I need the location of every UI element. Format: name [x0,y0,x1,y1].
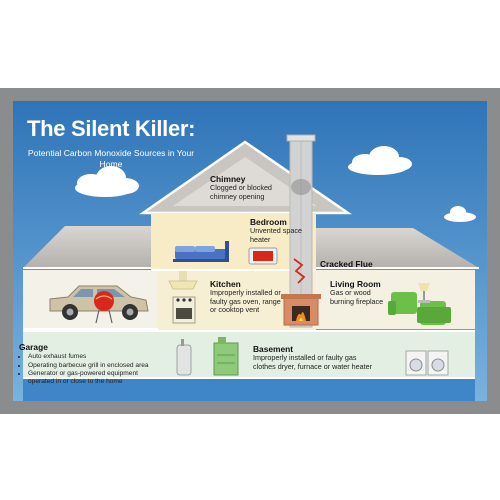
washer-icon [405,350,427,376]
page-subtitle: Potential Carbon Monoxide Sources in You… [27,148,195,169]
living-room-description: Gas or wood burning fireplace [330,288,384,306]
bedroom-heading: Bedroom [250,217,287,227]
garage-roof [23,226,158,268]
basement-heading: Basement [253,344,294,354]
cracked-flue-label: Cracked Flue [320,259,373,269]
space-heater-icon [248,247,278,265]
living-room-heading: Living Room [330,279,381,289]
bedroom-description: Unvented space heater [250,226,302,244]
garage-item: Operating barbecue grill in enclosed are… [28,362,164,370]
garage-heading: Garage [19,342,48,352]
sofa-icon [388,292,451,325]
barbecue-grill-icon [94,291,114,324]
water-heater-icon [176,339,192,376]
kitchen-heading: Kitchen [210,279,241,289]
chimney-heading: Chimney [210,174,246,184]
chimney-blockage [291,179,311,195]
chimney-label: Chimney Clogged or blocked chimney openi… [210,174,300,201]
fireplace-icon [281,294,321,326]
kitchen-range-hood-icon [168,271,198,290]
basement-description: Improperly installed or faulty gas cloth… [253,353,373,371]
cracked-flue-heading: Cracked Flue [320,259,373,269]
page-title: The Silent Killer: [27,116,196,141]
stove-icon [172,296,196,324]
bed-icon [173,241,229,262]
right-wing-roof [313,228,479,268]
house-illustration [13,101,487,401]
garage-list: Auto exhaust fumes Operating barbecue gr… [19,353,164,385]
basement-label: Basement Improperly installed or faulty … [253,344,373,371]
kitchen-description: Improperly installed or faulty gas oven,… [210,288,281,315]
garage-item: Auto exhaust fumes [28,353,164,361]
garage-label: Garage Auto exhaust fumes Operating barb… [19,342,164,386]
bedroom-label: Bedroom Unvented space heater [250,217,312,244]
dryer-icon [427,350,449,376]
cloud-small [444,206,476,222]
illustration-panel: The Silent Killer: Potential Carbon Mono… [13,101,487,401]
garage-item: Generator or gas-powered equipment opera… [28,370,164,385]
furnace-icon [213,337,239,376]
cloud-right [348,146,412,175]
kitchen-label: Kitchen Improperly installed or faulty g… [210,279,286,315]
crack-icon [293,258,306,284]
living-room-label: Living Room Gas or wood burning fireplac… [330,279,390,306]
lamp-icon [418,283,430,303]
basement-area [23,331,475,377]
cloud-left [75,166,139,197]
chimney-description: Clogged or blocked chimney opening [210,183,272,201]
